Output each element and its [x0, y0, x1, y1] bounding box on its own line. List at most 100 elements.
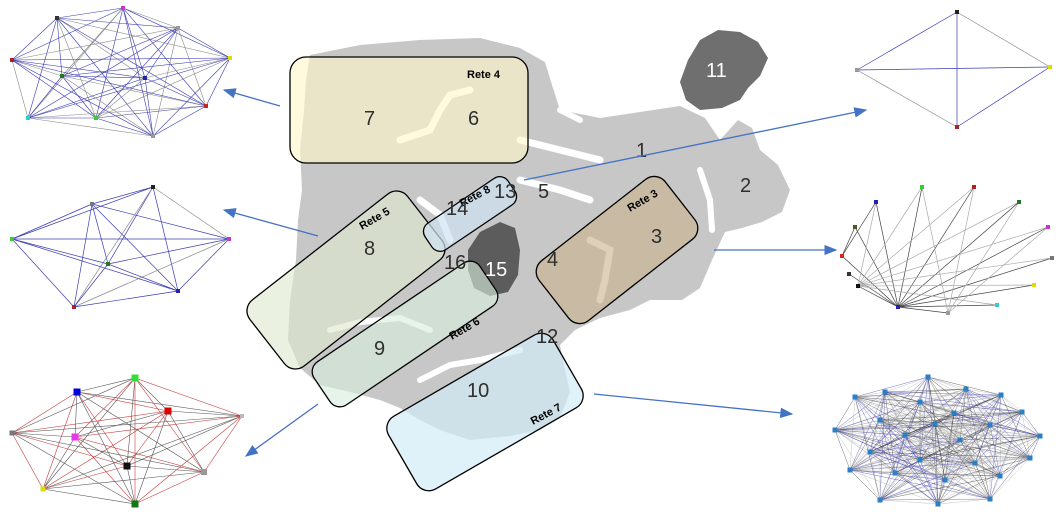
graph-edge [11, 59, 97, 119]
graph-edge [27, 105, 207, 119]
rete-8-box[interactable] [420, 173, 521, 255]
graph-edge [74, 415, 243, 438]
graph-node [1046, 225, 1050, 229]
graph-edge [42, 377, 136, 490]
graph-edge [854, 396, 1023, 413]
graph-edge [904, 434, 921, 461]
graph-edge [927, 376, 1002, 396]
graph-node [972, 185, 976, 189]
graph-edge [134, 377, 169, 412]
rete-6-box[interactable] [308, 257, 503, 412]
graph-edge [11, 7, 124, 61]
graph-edge [107, 186, 154, 265]
graph-node [151, 134, 155, 138]
graph-edge [879, 419, 896, 474]
graph-edge [944, 435, 1041, 481]
zone-9-label: 9 [374, 338, 385, 360]
graph-node [832, 427, 838, 433]
rete-7-box[interactable] [382, 328, 589, 496]
graph-edge [919, 388, 967, 403]
graph-edge [944, 439, 961, 481]
graph-edge [937, 439, 961, 505]
graph-node [204, 104, 208, 108]
rete-5-box[interactable] [241, 185, 450, 374]
zone-5-label: 5 [538, 181, 549, 203]
graph-node [896, 305, 900, 309]
graph-edge [919, 459, 991, 500]
graph-node [240, 414, 244, 418]
graph-edge [122, 7, 146, 79]
graph-edge [869, 451, 1031, 459]
graph-edge [11, 59, 154, 137]
graph-node [176, 26, 180, 30]
graph-edge [919, 457, 1031, 461]
graph-edge [849, 469, 991, 500]
graph-edge [894, 472, 1001, 477]
graph-edge [934, 423, 946, 481]
graph-node [1037, 433, 1043, 439]
graph-edge [11, 59, 207, 107]
graph-edge [205, 57, 231, 107]
arrow-rete-5 [222, 208, 319, 237]
graph-node [228, 56, 232, 60]
graph-node [201, 469, 207, 475]
graph-edge [857, 285, 899, 308]
graph-node [951, 410, 957, 416]
graph-edge [894, 472, 946, 481]
graph-edge [879, 419, 936, 425]
graph-edge [879, 498, 991, 501]
graph-node [121, 6, 125, 10]
graph-node [9, 430, 15, 436]
graph-edge [989, 457, 1031, 500]
graph-edge [834, 424, 991, 431]
graph-edge [879, 419, 991, 500]
graph-edge [834, 429, 881, 501]
graph-edge [849, 459, 921, 471]
graph-edge [884, 388, 967, 393]
graph-node [867, 449, 873, 455]
graph-edge [937, 462, 976, 505]
graph-edge [869, 439, 961, 453]
graph-edge [934, 388, 967, 425]
graph-edge [74, 391, 78, 438]
graph-edge [849, 424, 991, 471]
graph-edge [897, 306, 949, 314]
graph-edge [937, 498, 991, 505]
rete-3-box[interactable] [531, 171, 704, 329]
graph-edge [73, 290, 179, 308]
graph-edge [921, 186, 949, 314]
graph-edge [95, 117, 154, 137]
graph-edge [904, 434, 961, 441]
graph-edge [947, 226, 1049, 314]
graph-node [935, 501, 941, 507]
graph-edge [1021, 411, 1041, 437]
graph-edge [1000, 394, 1041, 437]
graph-edge [134, 415, 243, 505]
graph-rete-5 [10, 185, 231, 309]
graph-edge [56, 7, 124, 19]
graph-node [874, 200, 878, 204]
zone-12-label: 12 [536, 326, 558, 348]
graph-edge [11, 391, 78, 434]
rete-4-box[interactable]: Rete 4 [289, 56, 529, 164]
graph-edge [934, 411, 1023, 425]
graph-edge [869, 451, 921, 461]
graph-edge [849, 419, 881, 471]
graph-node [40, 486, 46, 492]
graph-edge [904, 434, 1031, 459]
graph-edge [854, 396, 939, 505]
graph-edge [879, 419, 906, 436]
graph-edge [11, 186, 154, 240]
zone-15-label: 15 [485, 259, 507, 281]
graph-edge [834, 429, 1001, 477]
graph-node [932, 421, 938, 427]
zone-6-label: 6 [468, 108, 479, 130]
zone-numbers: 1 2 3 4 5 6 7 8 9 10 11 12 13 14 15 16 [364, 60, 751, 402]
graph-edge [869, 451, 896, 474]
graph-edge [107, 263, 179, 292]
graph-edge [989, 411, 1023, 500]
graph-edge [879, 479, 946, 501]
graph-edge [834, 376, 929, 431]
graph-node [877, 417, 883, 423]
graph-node [963, 386, 969, 392]
